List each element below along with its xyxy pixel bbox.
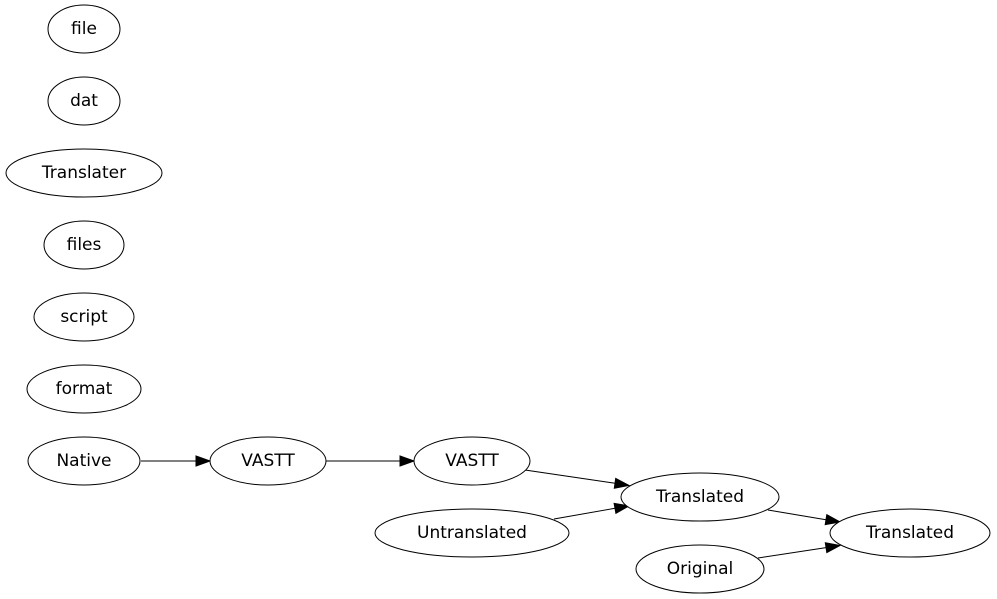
- node-untranslated: Untranslated: [374, 508, 570, 558]
- node-file: file: [47, 4, 121, 54]
- node-vastt-1: VASTT: [209, 436, 327, 486]
- node-label: Translated: [865, 523, 954, 543]
- node-vastt-2: VASTT: [413, 436, 531, 486]
- node-label: file: [71, 19, 97, 39]
- edge-vastt-1-to-vastt-2: [326, 455, 416, 467]
- node-translater: Translater: [5, 148, 163, 198]
- node-translated-2: Translated: [829, 508, 991, 558]
- node-translated-1: Translated: [620, 472, 780, 522]
- node-format: format: [26, 364, 142, 414]
- edge-translated-1-to-translated-2: [767, 509, 842, 526]
- node-label: dat: [70, 91, 98, 111]
- node-label: Original: [667, 559, 734, 579]
- edge-vastt-2-to-translated-1: [524, 469, 631, 489]
- node-label: VASTT: [445, 451, 499, 471]
- node-label: Translater: [41, 163, 126, 183]
- node-label: script: [60, 307, 108, 327]
- node-files: files: [43, 220, 125, 270]
- node-label: format: [56, 379, 113, 399]
- node-label: Native: [56, 451, 111, 471]
- node-original: Original: [635, 544, 765, 594]
- edge-original-to-translated-2: [757, 542, 842, 559]
- node-script: script: [33, 292, 135, 342]
- node-native: Native: [27, 436, 141, 486]
- edge-native-to-vastt-1: [141, 455, 212, 467]
- node-dat: dat: [47, 76, 121, 126]
- node-label: Translated: [655, 487, 744, 507]
- node-label: Untranslated: [417, 523, 527, 543]
- node-label: files: [67, 235, 102, 255]
- node-label: VASTT: [241, 451, 295, 471]
- edge-untranslated-to-translated-1: [553, 502, 631, 520]
